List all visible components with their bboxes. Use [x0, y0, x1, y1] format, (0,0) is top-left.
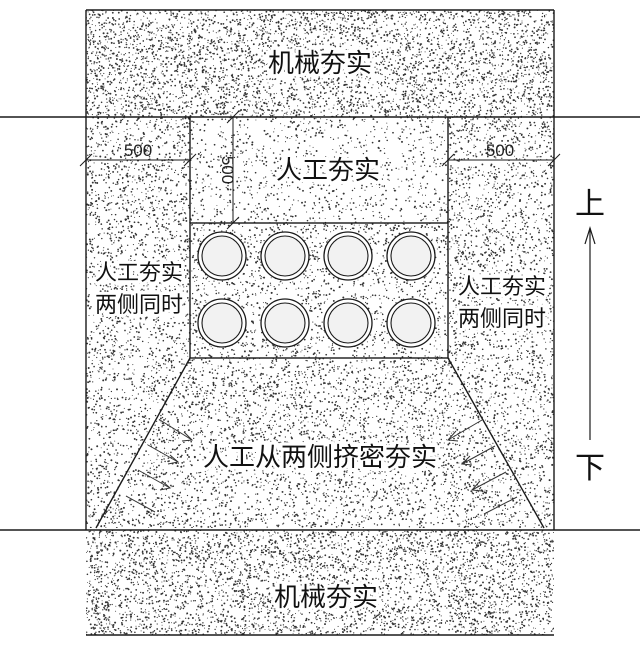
left-fill-texture [86, 117, 190, 528]
haunch-right-slope [447, 357, 545, 529]
right-side-label-2: 两侧同时 [458, 307, 546, 332]
pipe [323, 231, 373, 281]
bottom-fill-texture [86, 530, 554, 635]
haunch-label: 人工从两侧挤密夯实 [203, 443, 437, 473]
top-zone-label: 机械夯实 [268, 49, 372, 79]
dimension-left [79, 153, 197, 167]
top-fill-texture [86, 10, 554, 117]
dimension-cover [226, 110, 240, 230]
pipe [260, 298, 310, 348]
left-side-label-1: 人工夯实 [95, 261, 183, 286]
dimension-right-label: 500 [486, 141, 514, 160]
pipe [197, 298, 247, 348]
pipe [386, 298, 436, 348]
right-side-label-1: 人工夯实 [458, 275, 546, 300]
pipe [386, 231, 436, 281]
dimension-right [441, 153, 561, 167]
bottom-zone-label: 机械夯实 [274, 583, 378, 613]
pipe-group [197, 231, 436, 348]
outline [0, 9, 640, 636]
cover-fill-texture [190, 117, 448, 223]
direction-arrow-icon [584, 225, 596, 440]
dimension-cover-label: 500 [218, 156, 237, 184]
dimension-left-label: 500 [124, 141, 152, 160]
haunch-left-slope [95, 357, 191, 529]
direction-up-label: 上 [575, 187, 605, 222]
direction-down-label: 下 [575, 451, 605, 486]
left-side-label-2: 两侧同时 [95, 293, 183, 318]
pipe-bed-box [189, 222, 449, 359]
compaction-arrows-left [125, 419, 194, 513]
pipe [197, 231, 247, 281]
pipe [260, 231, 310, 281]
pipe [323, 298, 373, 348]
compaction-arrows-right [446, 419, 518, 515]
cover-zone-label: 人工夯实 [276, 156, 380, 186]
